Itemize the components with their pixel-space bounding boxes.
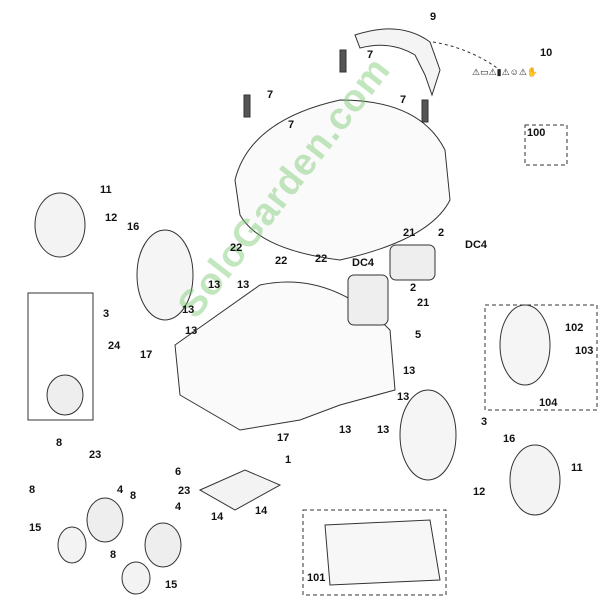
- motor-upper: [389, 244, 436, 281]
- callout: 7: [367, 49, 374, 61]
- callout: 12: [105, 212, 118, 224]
- callout: 3: [481, 416, 488, 428]
- callout: 104: [539, 397, 558, 409]
- callout: 13: [237, 279, 250, 291]
- warning-label-10: ⚠▭⚠▮⚠☺⚠✋: [472, 67, 539, 77]
- callout: 23: [178, 485, 191, 497]
- callout: 9: [430, 11, 437, 23]
- callout: 15: [29, 522, 42, 534]
- callout: 3: [103, 308, 110, 320]
- callout: 24: [108, 340, 121, 352]
- motor-lower: [347, 274, 389, 326]
- callout: 13: [185, 325, 198, 337]
- callout: 6: [175, 466, 182, 478]
- hub-cap: [34, 192, 86, 258]
- callout: 8: [29, 484, 36, 496]
- callout: 23: [89, 449, 102, 461]
- option-box-101: [302, 509, 447, 596]
- callout: 13: [208, 279, 221, 291]
- callout: 11: [100, 184, 112, 196]
- callout: 8: [110, 549, 117, 561]
- callout: 5: [415, 329, 422, 341]
- callout: 4: [175, 501, 182, 513]
- option-box-100: [524, 124, 568, 166]
- callout: 22: [230, 242, 243, 254]
- callout: 7: [288, 119, 295, 131]
- callout: 21: [403, 227, 416, 239]
- front-wheel-left: [86, 497, 124, 543]
- option-box-102: [484, 304, 598, 411]
- callout: 12: [473, 486, 486, 498]
- callout: 21: [417, 297, 430, 309]
- callout: 7: [267, 89, 274, 101]
- rear-wheel-right: [399, 389, 457, 481]
- callout: 101: [307, 572, 326, 584]
- callout: 4: [117, 484, 124, 496]
- callout: 103: [575, 345, 594, 357]
- handle-part: [354, 28, 441, 97]
- callout: 16: [127, 221, 140, 233]
- callout: 8: [56, 437, 63, 449]
- callout: 17: [140, 349, 153, 361]
- callout: 16: [503, 433, 516, 445]
- callout: 13: [339, 424, 352, 436]
- rear-wheel-left: [136, 229, 194, 321]
- callout: 22: [275, 255, 288, 267]
- callout: 13: [182, 304, 195, 316]
- callout: 13: [403, 365, 416, 377]
- callout: DC4: [465, 239, 488, 251]
- bottom-plate: [198, 469, 282, 511]
- wheel-cover-right: [121, 561, 151, 595]
- hub-cap-right: [509, 444, 561, 516]
- callout: 10: [540, 47, 553, 59]
- callout: 11: [571, 462, 583, 474]
- callout: 1: [285, 454, 292, 466]
- callout: 2: [438, 227, 445, 239]
- wheel-cover-left: [57, 526, 87, 564]
- callout: 2: [410, 282, 417, 294]
- callout: 7: [400, 94, 407, 106]
- callout: 13: [397, 391, 410, 403]
- callout: 100: [527, 127, 546, 139]
- callout: 17: [277, 432, 290, 444]
- front-wheel-right: [144, 522, 182, 568]
- callout: DC4: [352, 257, 375, 269]
- callout: 14: [211, 511, 224, 523]
- callout: 13: [377, 424, 390, 436]
- caster-kit-box: [27, 292, 94, 421]
- callout: 102: [565, 322, 584, 334]
- upper-housing: [234, 99, 451, 261]
- callout: 8: [130, 490, 137, 502]
- callout: 15: [165, 579, 178, 591]
- callout: 22: [315, 253, 328, 265]
- callout: 14: [255, 505, 268, 517]
